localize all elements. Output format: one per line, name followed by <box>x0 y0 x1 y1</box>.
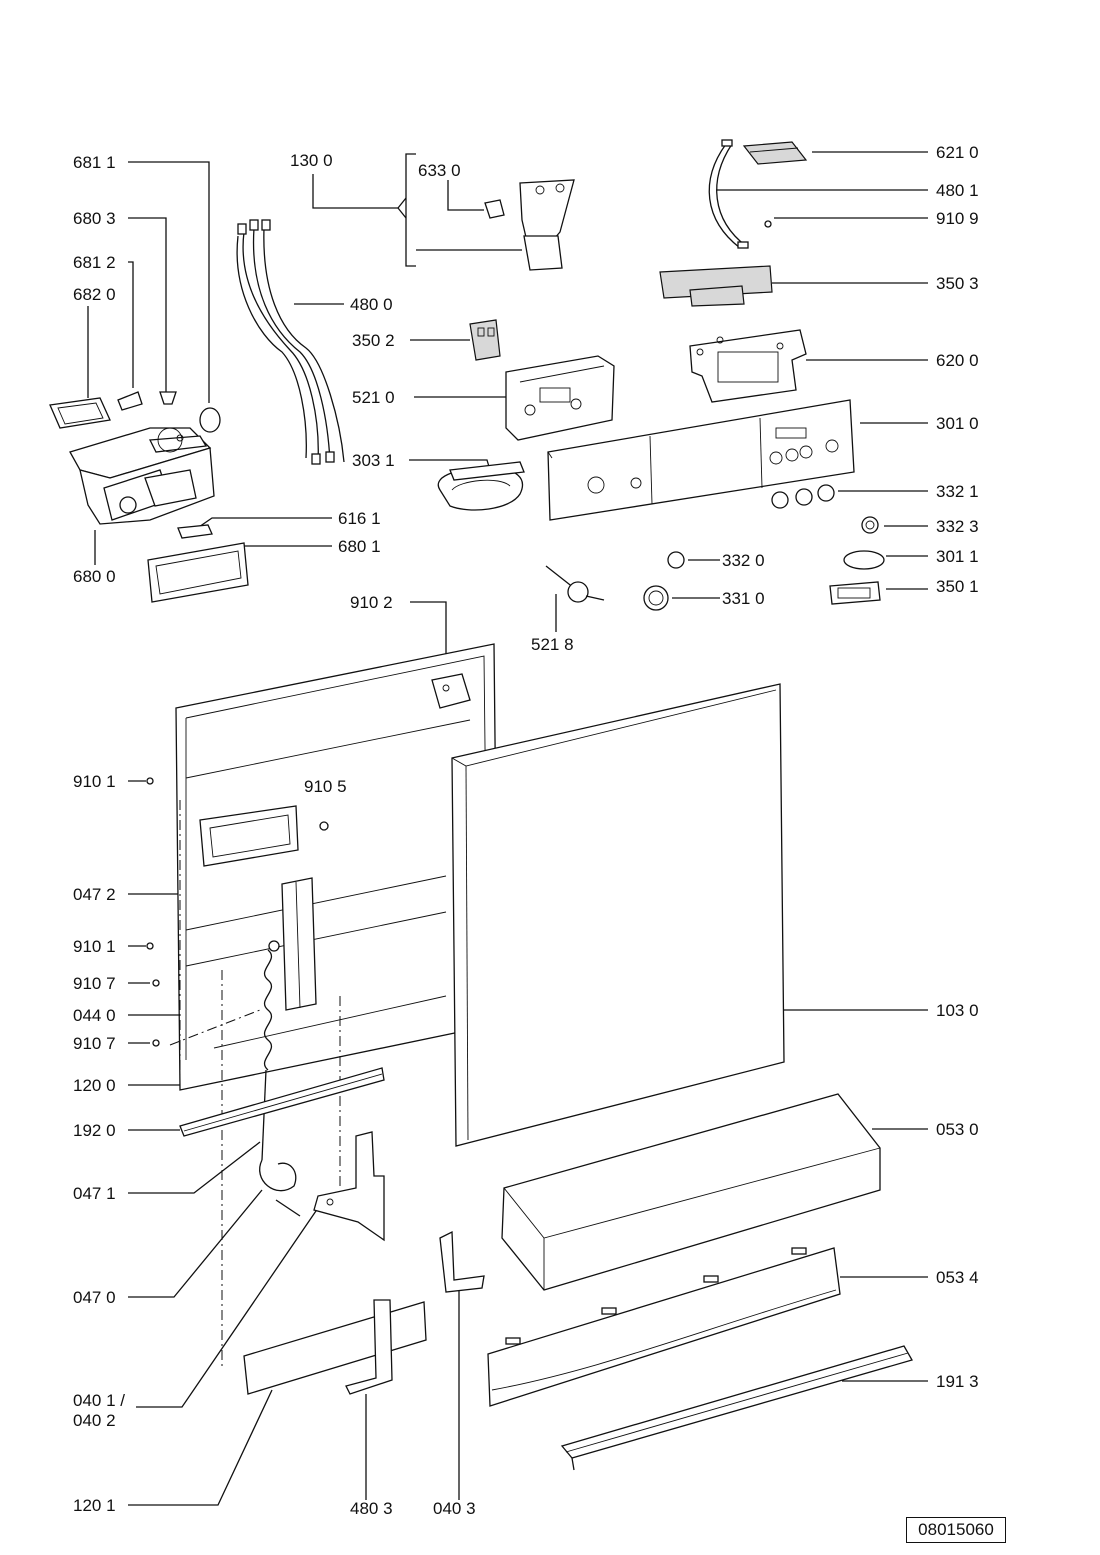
label-620-0: 620 0 <box>936 351 979 370</box>
label-480-3: 480 3 <box>350 1499 393 1518</box>
label-480-1: 480 1 <box>936 181 979 200</box>
label-047-1: 047 1 <box>73 1184 116 1203</box>
label-040-2: 040 2 <box>73 1411 116 1430</box>
label-040-1: 040 1 / <box>73 1391 125 1410</box>
label-040-3: 040 3 <box>433 1499 476 1518</box>
label-681-2: 681 2 <box>73 253 116 272</box>
label-350-1: 350 1 <box>936 577 979 596</box>
label-053-0: 053 0 <box>936 1120 979 1139</box>
label-303-1: 303 1 <box>352 451 395 470</box>
label-480-0: 480 0 <box>350 295 393 314</box>
screws <box>146 777 329 1047</box>
control-panel <box>547 399 855 521</box>
knobs <box>643 484 879 611</box>
top-right-parts <box>708 139 808 249</box>
hinge-bracket <box>313 1131 385 1242</box>
label-191-3: 191 3 <box>936 1372 979 1391</box>
label-910-1-lower: 910 1 <box>73 937 116 956</box>
bottom-strip <box>179 1067 385 1137</box>
label-332-3: 332 3 <box>936 517 979 536</box>
label-120-0: 120 0 <box>73 1076 116 1095</box>
label-681-1: 681 1 <box>73 153 116 172</box>
label-910-7-upper: 910 7 <box>73 974 116 993</box>
dispenser-assembly <box>49 391 221 539</box>
kick-plate <box>501 1093 881 1291</box>
dispenser-gasket <box>147 542 249 603</box>
label-350-2: 350 2 <box>352 331 395 350</box>
label-910-7-lower: 910 7 <box>73 1034 116 1053</box>
label-044-0: 044 0 <box>73 1006 116 1025</box>
label-053-4: 053 4 <box>936 1268 979 1287</box>
label-680-1: 680 1 <box>338 537 381 556</box>
label-047-0: 047 0 <box>73 1288 116 1307</box>
label-680-0: 680 0 <box>73 567 116 586</box>
label-130-0: 130 0 <box>290 151 333 170</box>
leader-lines <box>87 151 928 1506</box>
trim-strip <box>560 1345 913 1471</box>
assembly-lines <box>169 800 341 1370</box>
document-id-box: 08015060 <box>906 1517 1006 1543</box>
small-parts-right <box>545 550 885 605</box>
connector-block <box>469 319 501 361</box>
label-910-2: 910 2 <box>350 593 393 612</box>
label-192-0: 192 0 <box>73 1121 116 1140</box>
wiring-harness <box>236 219 345 465</box>
label-301-0: 301 0 <box>936 414 979 433</box>
handle-cover <box>437 461 525 511</box>
label-332-1: 332 1 <box>936 482 979 501</box>
inner-door <box>175 643 499 1091</box>
electronic-module <box>505 355 615 441</box>
label-910-9: 910 9 <box>936 209 979 228</box>
door-spring <box>259 940 301 1217</box>
label-301-1: 301 1 <box>936 547 979 566</box>
label-633-0: 633 0 <box>418 161 461 180</box>
label-910-1-upper: 910 1 <box>73 772 116 791</box>
label-621-0: 621 0 <box>936 143 979 162</box>
label-103-0: 103 0 <box>936 1001 979 1020</box>
door-switch-assembly <box>484 179 575 271</box>
label-350-3: 350 3 <box>936 274 979 293</box>
label-680-3: 680 3 <box>73 209 116 228</box>
label-521-0: 521 0 <box>352 388 395 407</box>
control-bracket <box>689 329 807 403</box>
lower-door-parts <box>243 1230 485 1395</box>
label-120-1: 120 1 <box>73 1496 116 1515</box>
connector-strip <box>659 265 773 307</box>
label-047-2: 047 2 <box>73 885 116 904</box>
outer-door-panel <box>451 683 785 1147</box>
label-682-0: 682 0 <box>73 285 116 304</box>
label-332-0: 332 0 <box>722 551 765 570</box>
label-521-8: 521 8 <box>531 635 574 654</box>
label-616-1: 616 1 <box>338 509 381 528</box>
label-910-5: 910 5 <box>304 777 347 796</box>
label-331-0: 331 0 <box>722 589 765 608</box>
toe-panel <box>487 1247 841 1407</box>
